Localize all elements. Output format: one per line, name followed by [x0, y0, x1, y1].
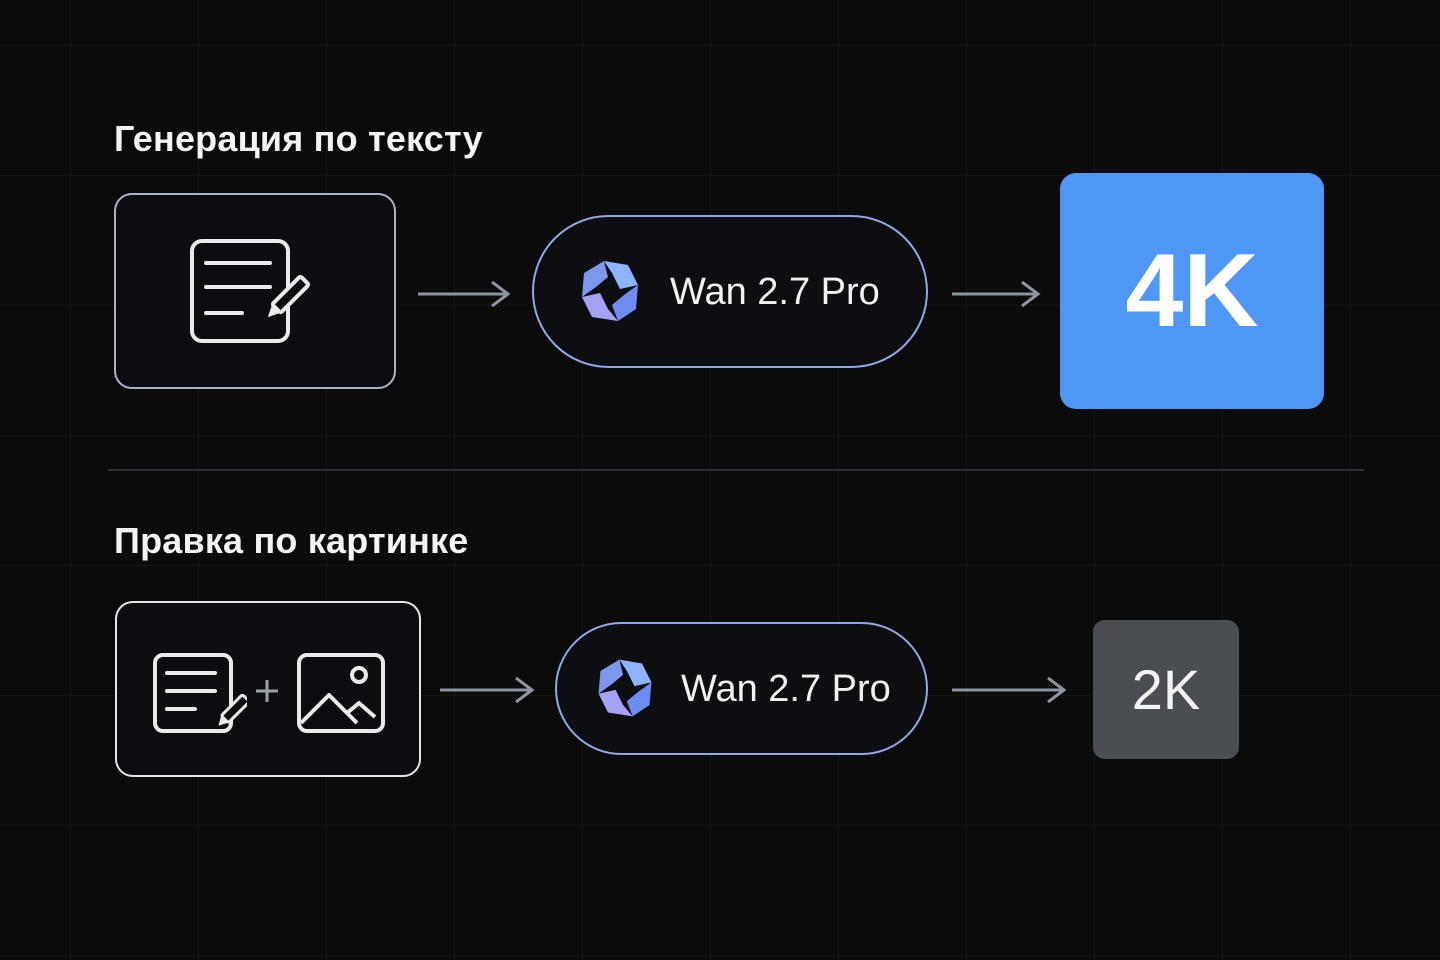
output-resolution-badge: 2K [1093, 620, 1239, 759]
model-pill: Wan 2.7 Pro [555, 622, 928, 755]
image-icon [297, 653, 385, 733]
section-divider [108, 469, 1364, 471]
text-image-input-box [115, 601, 421, 777]
section-title-image-editing: Правка по картинке [114, 520, 469, 561]
model-name: Wan 2.7 Pro [681, 668, 891, 710]
arrow-right-icon [952, 676, 1067, 704]
section-title-text-generation: Генерация по тексту [114, 118, 483, 159]
model-name: Wan 2.7 Pro [670, 271, 880, 313]
wan-logo-icon [598, 659, 652, 717]
arrow-right-icon [952, 280, 1041, 308]
model-pill: Wan 2.7 Pro [532, 215, 928, 368]
plus-icon [256, 680, 278, 702]
document-edit-icon [153, 653, 247, 733]
wan-logo-icon [582, 261, 638, 321]
output-resolution-badge: 4K [1060, 173, 1324, 409]
text-input-box [114, 193, 396, 389]
document-edit-icon [190, 239, 311, 343]
arrow-right-icon [418, 280, 511, 308]
arrow-right-icon [440, 676, 535, 704]
